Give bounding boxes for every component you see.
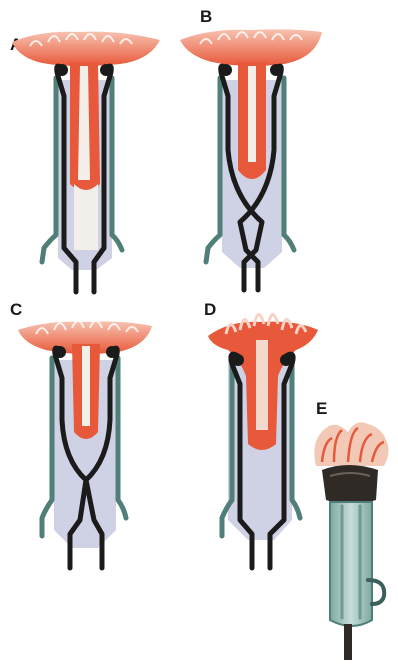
knob-right [100,64,112,76]
panel-label-d: D [204,300,216,319]
knob-left [54,346,66,358]
knob-left [220,64,232,76]
fringe-top [180,29,322,66]
knob-left [56,64,68,76]
base-cap [322,465,378,504]
knob-right [270,64,282,76]
outer-vessel-right [112,78,122,250]
panel-e: E [314,399,388,660]
outer-vessel-left [42,78,56,262]
central-channel [256,340,268,430]
outer-vessel-right [118,358,126,518]
panel-label-b: B [200,7,212,26]
knob-right [280,354,292,366]
panel-d: D [204,300,318,568]
central-channel [248,66,256,162]
panel-c: C [10,300,152,568]
panel-label-e: E [316,399,327,418]
central-channel [82,346,90,426]
outer-vessel-left [206,78,220,262]
bottom-stem [344,624,352,660]
panel-label-c: C [10,300,22,319]
outer-vessel-right [284,78,294,250]
central-channel [78,66,90,180]
panel-b: B [180,7,322,290]
outer-vessel-right [292,362,300,518]
lower-tissue [74,184,98,250]
knob-right [106,346,118,358]
panel-a: A [10,32,160,292]
glass-tube [330,502,372,626]
knob-left [232,354,244,366]
outer-vessel-left [42,358,52,536]
